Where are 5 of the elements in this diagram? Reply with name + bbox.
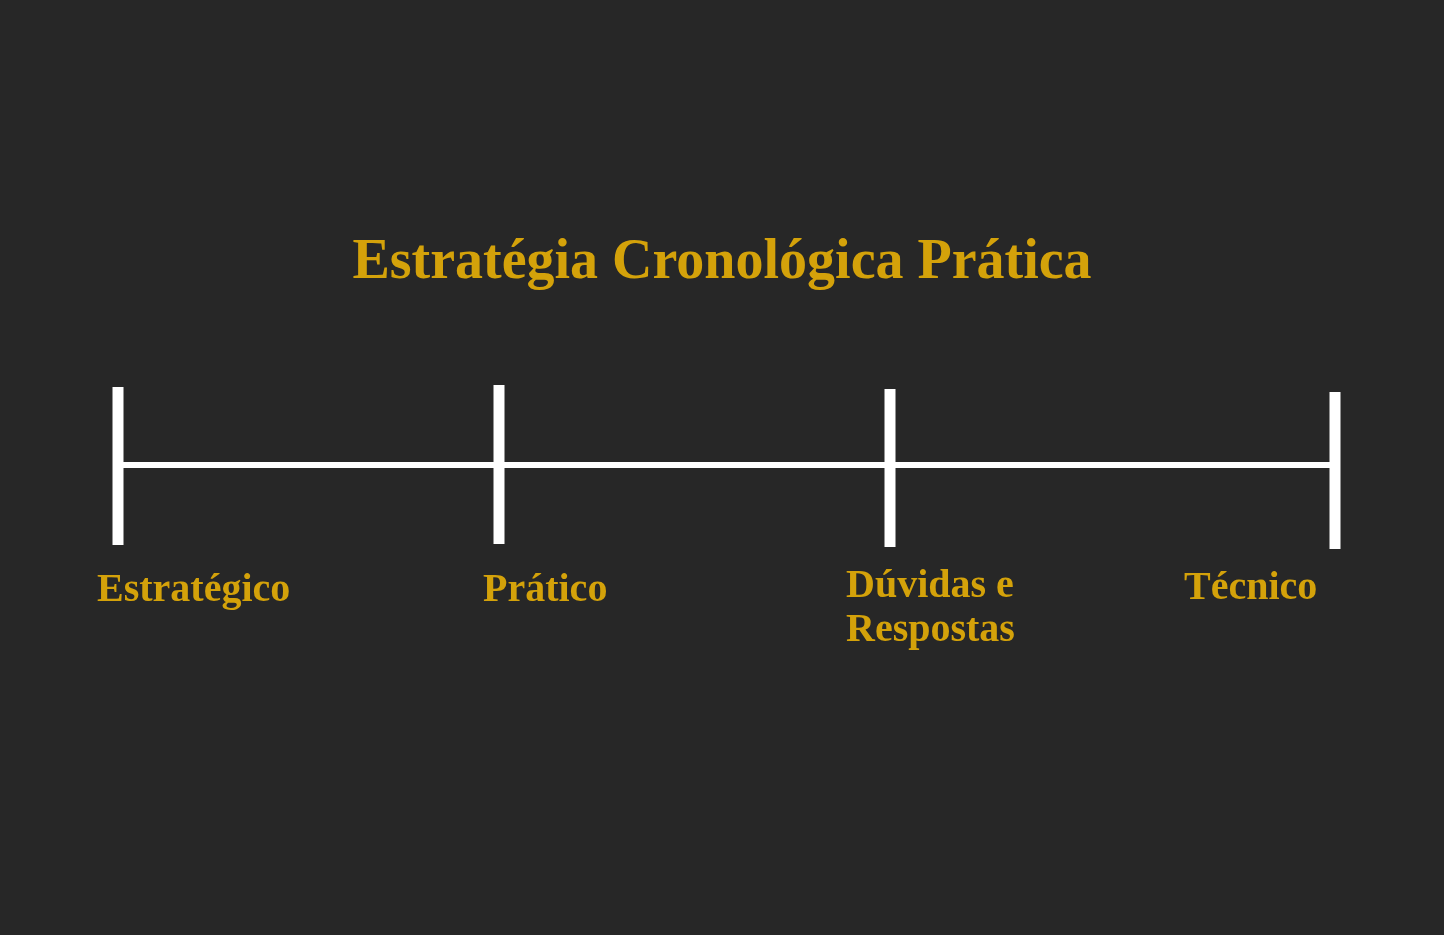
- timeline-label: Técnico: [1184, 564, 1318, 608]
- timeline-label: Prático: [483, 566, 608, 610]
- timeline-label: Dúvidas e Respostas: [846, 562, 1016, 650]
- title: Estratégia Cronológica Prática: [351, 227, 1093, 292]
- timeline-label: Estratégico: [97, 566, 291, 610]
